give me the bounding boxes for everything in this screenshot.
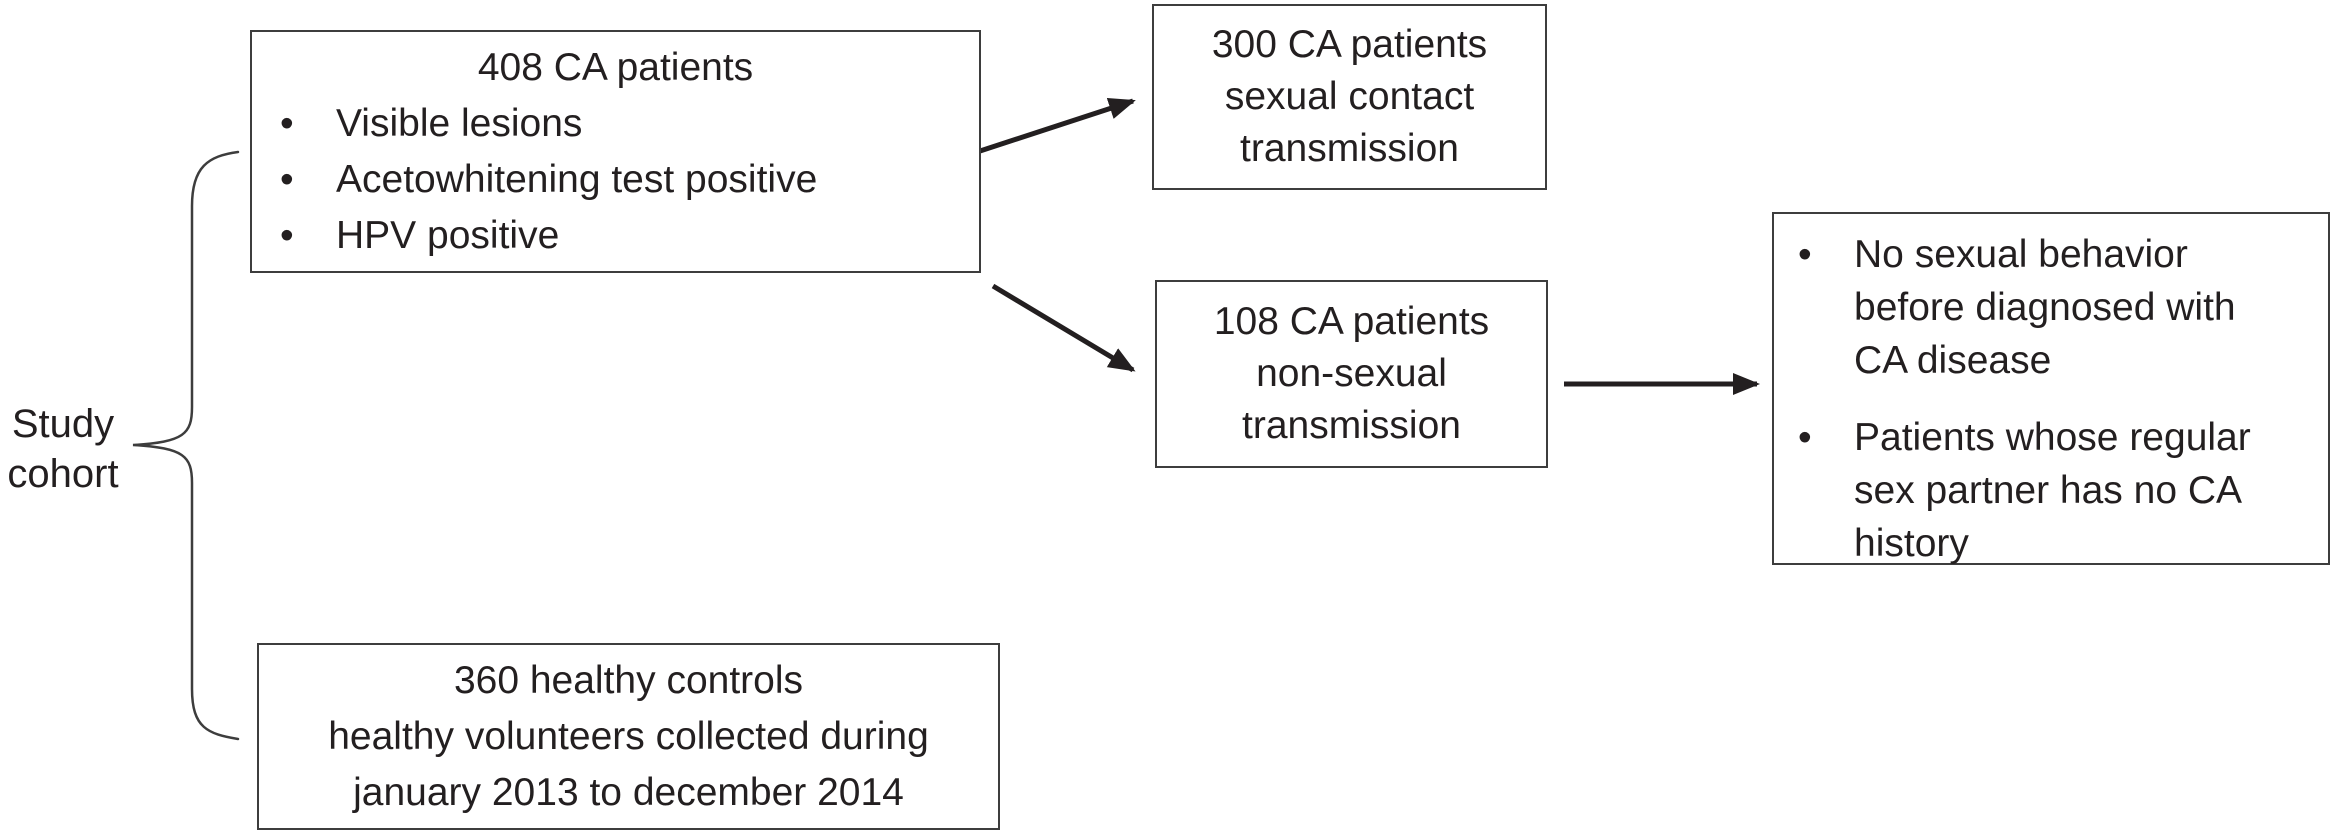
study-cohort-brace: [132, 150, 240, 741]
ca-patients-bullet-1: Visible lesions: [336, 102, 583, 145]
list-item: • Patients whose regular sex partner has…: [1774, 411, 2328, 570]
bullet-icon: •: [280, 158, 294, 201]
bullet-icon: •: [1798, 416, 1812, 459]
box-non-sexual-criteria: • No sexual behavior before diagnosed wi…: [1772, 212, 2330, 565]
study-cohort-label: Study cohort: [7, 402, 119, 496]
list-item: • Acetowhitening test positive: [252, 152, 979, 208]
box-ca-patients: 408 CA patients • Visible lesions • Acet…: [250, 30, 981, 273]
box-healthy-controls: 360 healthy controls healthy volunteers …: [257, 643, 1000, 830]
non-sexual-transmission-text: 108 CA patients non-sexual transmission: [1213, 300, 1490, 447]
sexual-transmission-text: 300 CA patients sexual contact transmiss…: [1211, 23, 1488, 170]
box-sexual-transmission: 300 CA patients sexual contact transmiss…: [1152, 4, 1547, 190]
list-item: • Visible lesions: [252, 96, 979, 152]
ca-patients-title: 408 CA patients: [477, 46, 754, 89]
arrow-to-non-sexual-transmission: [991, 283, 1136, 373]
list-item: • No sexual behavior before diagnosed wi…: [1774, 228, 2328, 387]
ca-patients-bullet-3: HPV positive: [336, 214, 560, 257]
ca-patients-bullet-2: Acetowhitening test positive: [336, 158, 818, 201]
arrow-to-sexual-transmission: [979, 97, 1136, 154]
bullet-icon: •: [280, 102, 294, 145]
box-non-sexual-transmission: 108 CA patients non-sexual transmission: [1155, 280, 1548, 468]
criteria-bullet-1: No sexual behavior before diagnosed with…: [1854, 233, 2236, 382]
criteria-bullet-2: Patients whose regular sex partner has n…: [1854, 416, 2251, 565]
bullet-icon: •: [280, 214, 294, 257]
list-item: • HPV positive: [252, 208, 979, 264]
bullet-icon: •: [1798, 233, 1812, 276]
healthy-controls-text: 360 healthy controls healthy volunteers …: [328, 658, 929, 814]
